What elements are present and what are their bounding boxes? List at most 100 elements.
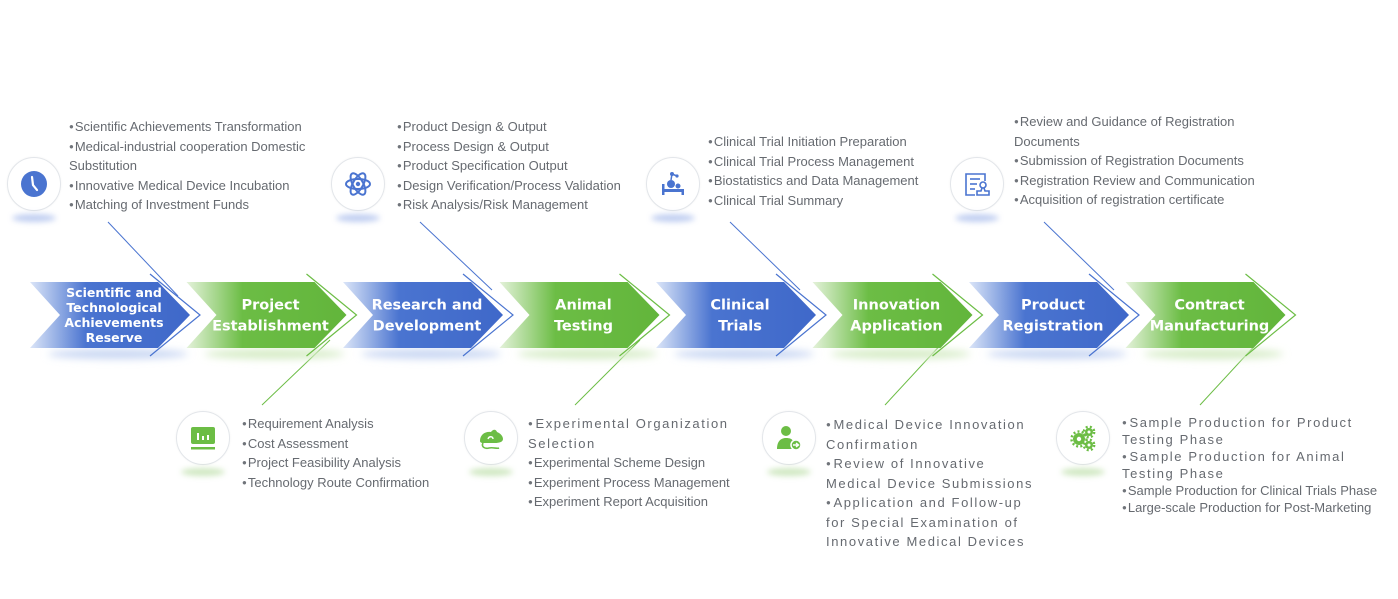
hospital-bed-icon	[662, 172, 684, 195]
stage-label-line: Establishment	[212, 319, 329, 335]
detail-item: Acquisition of registration certificate	[1014, 190, 1284, 210]
chevron-body	[30, 282, 190, 348]
stage-label-line: Trials	[718, 319, 762, 335]
top-icon-2	[331, 157, 385, 211]
detail-item: Clinical Trial Summary	[708, 191, 948, 211]
stage-label-line: Product	[1021, 298, 1085, 314]
chevron-outline	[306, 273, 358, 357]
detail-item: Product Design & Output	[397, 117, 647, 137]
chevron-outline	[775, 273, 827, 357]
detail-item: Matching of Investment Funds	[69, 195, 329, 215]
detail-item: Risk Analysis/Risk Management	[397, 195, 647, 215]
stage-label-line: Manufacturing	[1150, 319, 1270, 335]
stage-label-line: Innovation	[853, 298, 940, 314]
detail-item: Technology Route Confirmation	[242, 473, 462, 493]
stage-label-line: Research and	[372, 298, 483, 314]
chevron-body	[812, 282, 973, 348]
stage-label-line: Achievements	[64, 315, 163, 330]
detail-item: Review of Innovative Medical Device Subm…	[826, 454, 1046, 493]
stage-label-line: Development	[373, 319, 482, 335]
top-icon-4	[950, 157, 1004, 211]
detail-item: Product Specification Output	[397, 156, 647, 176]
chevron-outline	[1245, 273, 1297, 357]
chevron-shadow	[204, 349, 345, 359]
detail-item: Clinical Trial Initiation Preparation	[708, 132, 948, 152]
chevron-shadow	[987, 349, 1127, 359]
detail-item: Medical Device Innovation Confirmation	[826, 415, 1046, 454]
bottom-icon-1	[176, 411, 230, 465]
bottom-detail-4: Sample Production for Product Testing Ph…	[1122, 414, 1398, 516]
chevron-outline	[149, 273, 201, 357]
chevron-shadow	[1143, 349, 1284, 359]
chevron-outline	[1088, 273, 1140, 357]
connector-line	[419, 221, 493, 291]
bar-chart-board-icon	[191, 427, 215, 450]
bottom-detail-3: Medical Device Innovation Confirmation R…	[826, 415, 1046, 552]
chevron-shadow	[830, 349, 971, 359]
detail-item: Sample Production for Product Testing Ph…	[1122, 414, 1398, 448]
stage-label-line: Registration	[1002, 319, 1103, 335]
detail-item: Experiment Process Management	[528, 473, 753, 493]
gears-icon	[1070, 425, 1096, 452]
detail-item: Medical-industrial cooperation Domestic …	[69, 137, 329, 176]
detail-item: Experiment Report Acquisition	[528, 492, 753, 512]
bottom-icon-3	[762, 411, 816, 465]
chevron-outline	[462, 273, 514, 357]
user-arrow-icon	[777, 426, 802, 451]
stage-label-line: Clinical	[710, 298, 769, 314]
chevron-outline	[619, 273, 671, 357]
top-icon-3	[646, 157, 700, 211]
chevron-shadow	[48, 349, 188, 359]
detail-item: Scientific Achievements Transformation	[69, 117, 329, 137]
stage-label-line: Animal	[555, 298, 611, 314]
top-detail-4: Review and Guidance of Registration Docu…	[1014, 112, 1284, 210]
detail-item: Registration Review and Communication	[1014, 171, 1284, 191]
chevron-body	[499, 282, 660, 348]
top-icon-1	[7, 157, 61, 211]
top-detail-3: Clinical Trial Initiation Preparation Cl…	[708, 132, 948, 210]
chevron-body	[656, 282, 816, 348]
detail-item: Design Verification/Process Validation	[397, 176, 647, 196]
detail-item: Project Feasibility Analysis	[242, 453, 462, 473]
detail-item: Requirement Analysis	[242, 414, 462, 434]
atom-icon	[345, 172, 371, 196]
stage-label-line: Technological	[66, 300, 161, 315]
chevron-shadow	[674, 349, 814, 359]
detail-item: Innovative Medical Device Incubation	[69, 176, 329, 196]
top-detail-2: Product Design & Output Process Design &…	[397, 117, 647, 215]
stage-label-line: Application	[850, 319, 943, 335]
detail-item: Process Design & Output	[397, 137, 647, 157]
detail-item: Biostatistics and Data Management	[708, 171, 948, 191]
chevron-shadow	[517, 349, 658, 359]
registration-document-icon	[965, 173, 990, 196]
stage-label-line: Testing	[554, 319, 613, 335]
detail-item: Review and Guidance of Registration Docu…	[1014, 112, 1284, 151]
chevron-body	[969, 282, 1129, 348]
stage-label-line: Reserve	[86, 330, 143, 345]
mouse-icon	[480, 429, 503, 450]
stage-label-line: Project	[241, 298, 299, 314]
stage-chevron-1: Scientific andTechnologicalAchievementsR…	[30, 273, 201, 359]
detail-item: Experimental Scheme Design	[528, 453, 753, 473]
top-detail-1: Scientific Achievements Transformation M…	[69, 117, 329, 215]
chevron-body	[186, 282, 347, 348]
bottom-icon-4	[1056, 411, 1110, 465]
stage-label-line: Contract	[1174, 298, 1244, 314]
bottom-detail-1: Requirement Analysis Cost Assessment Pro…	[242, 414, 462, 492]
connector-line	[1043, 221, 1115, 291]
detail-item: Clinical Trial Process Management	[708, 152, 948, 172]
detail-item: Experimental Organization Selection	[528, 414, 753, 453]
clock-icon	[21, 171, 47, 197]
bottom-detail-2: Experimental Organization Selection Expe…	[528, 414, 753, 512]
detail-item: Application and Follow-up for Special Ex…	[826, 493, 1046, 552]
chevron-outline	[932, 273, 984, 357]
detail-item: Sample Production for Clinical Trials Ph…	[1122, 482, 1398, 499]
